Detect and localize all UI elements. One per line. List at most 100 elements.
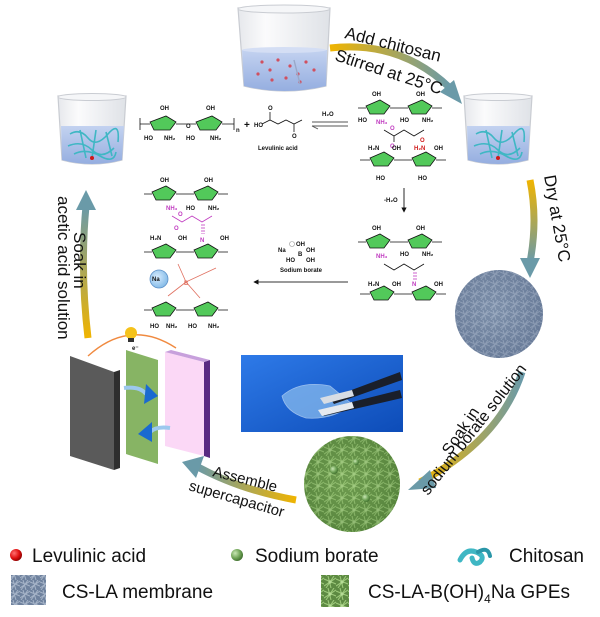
- chem-nh2: NH₂: [164, 136, 176, 142]
- chem-o: O: [178, 212, 183, 218]
- chem-nh2: NH₂: [422, 252, 434, 258]
- plus-sign: +: [244, 120, 250, 131]
- chem-nh2: NH₂: [208, 324, 220, 330]
- legend-label: Sodium borate: [255, 546, 379, 567]
- chem-h2n: H₂N: [414, 146, 425, 152]
- chem-nh2: NH₂: [166, 324, 178, 330]
- chem-o: O: [420, 138, 425, 144]
- separator-gpe: [126, 350, 158, 464]
- arrow-step-soak-borate: [408, 370, 526, 490]
- chem-h2n: H₂N: [368, 282, 379, 288]
- arrow-step-dry: [520, 179, 540, 278]
- legend-label: CS-LA membrane: [62, 582, 213, 603]
- chem-o: O: [268, 106, 273, 112]
- chem-o: O: [292, 134, 297, 140]
- chem-h2n: H₂N: [150, 236, 161, 242]
- chem-oh: OH: [416, 226, 425, 232]
- gpe-membrane-icon: [321, 575, 349, 607]
- chem-h2n: H₂N: [368, 146, 379, 152]
- chem-oh: OH: [306, 258, 315, 264]
- legend-label: Chitosan: [509, 546, 584, 567]
- chem-ho: HO: [376, 176, 385, 182]
- reaction-crosslinked-product: OH OH NH₃ HO NH₂ O O N H₂N OH OH Na B HO…: [144, 178, 229, 330]
- supercapacitor-assembly: e⁻: [70, 327, 210, 470]
- chem-ho: HO: [186, 136, 195, 142]
- reaction-intermediate-complex: OH OH HO NH₃ HO NH₂ O O O H₂N H₂N OH OH …: [358, 92, 446, 182]
- legend-label: CS-LA-B(OH)4Na GPEs: [368, 582, 570, 606]
- legend-item-sodium-borate: Sodium borate: [231, 546, 379, 567]
- arrow-step-soak-acetic: [76, 190, 96, 339]
- chitosan-chain-icon: [457, 547, 492, 566]
- chem-o: O: [390, 126, 395, 132]
- chem-ho: HO: [188, 324, 197, 330]
- step2-label: Dry at 25°C: [540, 173, 574, 263]
- chem-oh: OH: [296, 242, 305, 248]
- chem-nh2: NH₂: [422, 118, 434, 124]
- chem-oh: OH: [434, 282, 443, 288]
- chem-oh: OH: [160, 178, 169, 184]
- chem-nh2: NH₂: [210, 136, 222, 142]
- chem-nh3: NH₃: [166, 206, 178, 212]
- chitosan-network: [67, 127, 120, 160]
- chem-nh3: NH₃: [376, 254, 388, 260]
- chem-o: O: [174, 226, 179, 232]
- chem-ho: HO: [144, 136, 153, 142]
- legend-item-gpe: CS-LA-B(OH)4Na GPEs: [321, 575, 570, 607]
- sodium-borate-reagent: Na B OH OH HO OH Sodium borate: [278, 241, 323, 274]
- beaker-acetic-acid-solution: [57, 93, 127, 165]
- step5-label-line2: acetic acid solution: [54, 196, 73, 340]
- dehydration-label: -H₂O: [384, 198, 398, 204]
- cs-la-membrane-disc: [455, 270, 543, 358]
- chem-n: N: [200, 238, 204, 244]
- equilibrium-arrow: H₂O: [311, 112, 348, 130]
- step5-label-line1: Soak in: [70, 232, 89, 289]
- chem-nh2: NH₂: [208, 206, 220, 212]
- chem-oh: OH: [204, 178, 213, 184]
- beaker-chitosan-mixture: [463, 93, 533, 165]
- arrow-step-add-chitosan: [329, 43, 462, 104]
- dehydration-arrow: -H₂O: [384, 188, 407, 213]
- reaction-imine-product: OH OH NH₃ HO NH₂ N H₂N OH OH: [358, 226, 446, 301]
- chem-ho: HO: [186, 206, 195, 212]
- legend: Levulinic acid Sodium borate Chitosan CS…: [10, 546, 584, 607]
- chem-ho: HO: [418, 176, 427, 182]
- ion-arrow-right-icon: [123, 384, 158, 404]
- chem-oh: OH: [372, 226, 381, 232]
- chem-na: Na: [278, 248, 286, 254]
- chem-oh: OH: [392, 282, 401, 288]
- chem-oh: OH: [372, 92, 381, 98]
- chem-n: N: [412, 282, 416, 288]
- lightbulb-icon: [125, 327, 137, 342]
- reaction-levulinic-acid: HO O O Levulinic acid: [254, 106, 303, 152]
- chem-oh: OH: [306, 248, 315, 254]
- chem-oh: OH: [392, 146, 401, 152]
- green-sphere-icon: [231, 549, 243, 561]
- ion-arrow-left-icon: [138, 422, 171, 442]
- chem-ho: HO: [286, 258, 295, 264]
- arrow-step-assemble: [182, 456, 297, 504]
- red-sphere-icon: [10, 549, 22, 561]
- chem-ho: HO: [358, 118, 367, 124]
- water-label: H₂O: [322, 112, 334, 118]
- chem-b: B: [298, 252, 303, 258]
- chem-ho: HO: [150, 324, 159, 330]
- chem-oh: OH: [416, 92, 425, 98]
- chem-nh3: NH₃: [376, 120, 388, 126]
- beaker-levulinic-acid: [237, 4, 331, 92]
- electron-label: e⁻: [132, 346, 139, 352]
- levulinic-acid-particles: [256, 58, 316, 84]
- chem-n: n: [236, 128, 240, 134]
- chem-oh: OH: [160, 106, 169, 112]
- membrane-photo: [241, 355, 403, 432]
- sodium-borate-caption: Sodium borate: [280, 268, 323, 274]
- step3-label-line2: sodium borate solution: [418, 361, 531, 498]
- chem-ho: HO: [254, 123, 263, 129]
- legend-item-cs-la-membrane: CS-LA membrane: [11, 575, 213, 605]
- chem-b: B: [184, 281, 189, 287]
- levulinic-acid-caption: Levulinic acid: [258, 146, 298, 152]
- gpe-membrane-disc: [304, 436, 400, 532]
- chem-oh: OH: [178, 236, 187, 242]
- sodium-ion: Na: [149, 269, 169, 289]
